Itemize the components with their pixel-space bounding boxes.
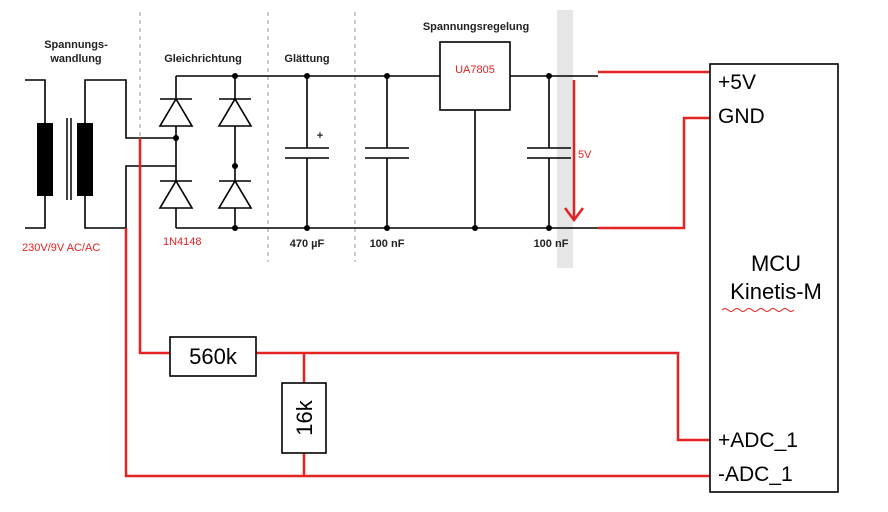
junction-dots xyxy=(173,73,552,231)
bridge-rectifier xyxy=(158,76,253,228)
polarity-plus-label: + xyxy=(317,130,323,142)
transformer-primary-coil xyxy=(37,123,53,196)
cap-filter-2-label: 100 nF xyxy=(534,238,569,250)
mcu-name-line1: MCU xyxy=(751,251,801,276)
voltage-regulator: UA7805 xyxy=(439,41,511,228)
wire-adc-minus xyxy=(124,228,710,478)
output-voltage-arrow: 5V xyxy=(564,80,592,223)
regulator-label: UA7805 xyxy=(455,64,495,76)
transformer xyxy=(25,79,176,229)
output-voltage-label: 5V xyxy=(578,149,592,161)
diode-3 xyxy=(158,179,194,209)
pin-5v-label: +5V xyxy=(718,71,756,94)
section-title-transformer-1: Spannungs- xyxy=(44,39,108,51)
resistor-16k: 16k xyxy=(281,382,327,454)
transformer-secondary-upper-lead xyxy=(84,79,176,139)
capacitor-smoothing: + xyxy=(285,76,329,228)
resistor-16k-label: 16k xyxy=(292,399,317,435)
output-highlight xyxy=(557,10,573,268)
capacitor-filter-1 xyxy=(365,76,409,228)
transformer-rating-label: 230V/9V AC/AC xyxy=(22,242,100,254)
wire-adc-plus xyxy=(256,351,710,442)
transformer-secondary-lower-lead xyxy=(84,165,176,229)
diode-2 xyxy=(217,97,253,127)
mcu-block: +5V GND MCU Kinetis-M +ADC_1 -ADC_1 xyxy=(709,63,839,493)
red-wiring xyxy=(124,70,710,478)
diode-4 xyxy=(217,179,253,209)
section-title-rectifier: Gleichrichtung xyxy=(164,53,242,65)
diode-type-label: 1N4148 xyxy=(163,236,202,248)
mcu-name-line2: Kinetis-M xyxy=(730,279,822,304)
cap-smoothing-label: 470 µF xyxy=(290,238,325,250)
pin-adc-minus-label: -ADC_1 xyxy=(718,463,793,486)
diode-1 xyxy=(158,97,194,127)
transformer-secondary-coil xyxy=(77,123,93,196)
section-title-regulation: Spannungsregelung xyxy=(423,21,529,33)
cap-filter-1-label: 100 nF xyxy=(370,238,405,250)
section-title-smoothing: Glättung xyxy=(284,53,329,65)
wire-gnd xyxy=(598,116,710,230)
section-title-transformer-2: wandlung xyxy=(49,53,101,65)
spellcheck-underline xyxy=(721,308,795,312)
resistor-560k-label: 560k xyxy=(189,344,238,369)
resistor-560k: 560k xyxy=(169,336,257,377)
pin-gnd-label: GND xyxy=(718,105,765,128)
wire-to-560k xyxy=(138,138,170,355)
capacitor-filter-2 xyxy=(527,76,571,228)
pin-adc-plus-label: +ADC_1 xyxy=(718,429,798,452)
